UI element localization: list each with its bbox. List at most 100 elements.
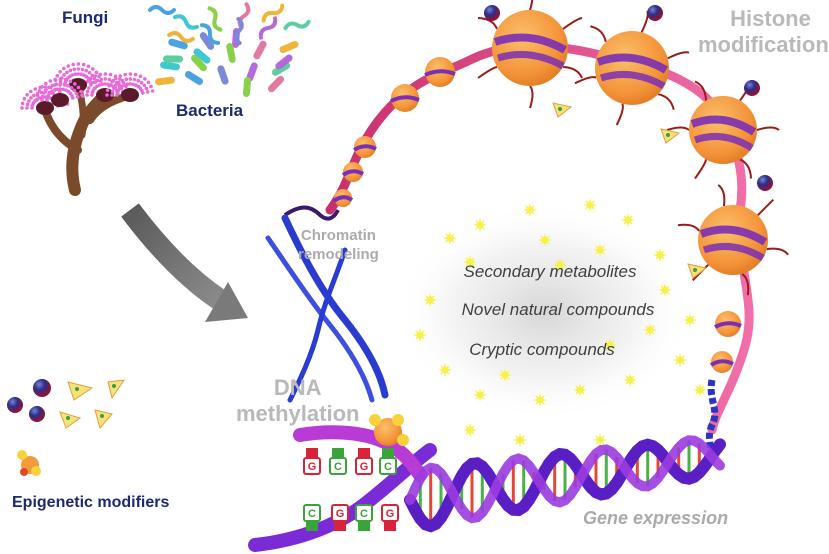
bacterium (271, 62, 291, 76)
sparkle-mark (653, 248, 667, 262)
dna-methylation-line2: methylation (236, 401, 360, 426)
histone-nucleosome (666, 80, 780, 180)
epigenetic-modifiers-label: Epigenetic modifiers (12, 494, 170, 511)
sparkle-mark (573, 383, 587, 397)
modifier-ball (29, 406, 45, 422)
nucleotide-base: G (381, 504, 399, 531)
dna-methyl-group (369, 414, 409, 446)
sparkle-mark (513, 433, 527, 447)
bacterium (234, 17, 244, 45)
bacterium (199, 32, 215, 50)
histone-mark-ball (744, 80, 760, 96)
histone-nucleosome (477, 0, 583, 109)
sparkle-mark (538, 233, 552, 247)
novel-natural-compounds-label: Novel natural compounds (461, 300, 655, 319)
large-nucleosomes (477, 0, 789, 296)
nucleotide-base: C (329, 448, 347, 475)
fungi-illustration (20, 62, 155, 196)
bacterium (163, 55, 183, 63)
histone-label: Histone modifications (698, 6, 829, 58)
sparkle-mark (623, 373, 637, 387)
small-nucleosome (424, 57, 456, 87)
histone-mark-triangle (552, 102, 573, 118)
bacterium (267, 75, 285, 93)
bacterium (160, 61, 180, 71)
bacterium (279, 40, 299, 54)
bacterium (258, 16, 278, 40)
sparkle-mark (473, 218, 487, 232)
sparkle-mark (658, 283, 672, 297)
sparkle-mark (673, 353, 687, 367)
sparkle-mark (603, 338, 617, 352)
svg-text:G: G (360, 461, 369, 473)
svg-text:C: C (334, 461, 342, 473)
small-nucleosome (390, 84, 420, 112)
bacterium (199, 23, 221, 45)
bacterium (184, 71, 204, 85)
dna-helix (248, 425, 726, 552)
histone-nucleosome (574, 10, 690, 126)
bacterium (253, 40, 267, 60)
svg-text:C: C (384, 461, 392, 473)
sparkle-mark (621, 213, 635, 227)
sparkle-mark (643, 323, 657, 337)
sparkle-mark (593, 433, 607, 447)
dna-methylation-line1: DNA (273, 375, 322, 400)
bacterium (191, 54, 207, 72)
bacteria-illustration (148, 2, 311, 97)
chromatin-tail (283, 205, 340, 221)
bacterium (167, 31, 195, 43)
svg-text:C: C (308, 508, 316, 520)
bacteria-label: Bacteria (176, 101, 244, 120)
bacterium (148, 5, 176, 15)
nucleotide-base: G (355, 448, 373, 475)
bacterium (207, 6, 223, 32)
small-nucleosomes (332, 57, 742, 373)
histone-nucleosome (677, 184, 789, 296)
nucleotide-base: C (355, 504, 373, 531)
histone-label-line2: modifications (698, 32, 829, 57)
sparkle-mark (463, 423, 477, 437)
sparkle-mark (473, 388, 487, 402)
dna-methylation-label: DNA methylation (236, 375, 359, 427)
histone-mark-ball (647, 5, 663, 21)
sparkle-mark (553, 258, 567, 272)
fungi-label: Fungi (62, 8, 109, 27)
svg-text:G: G (386, 508, 395, 520)
bacterium (168, 38, 188, 50)
bacterium (226, 43, 236, 63)
epigenetic-modifier-icons (7, 379, 126, 476)
sparkle-mark (583, 198, 597, 212)
sparkle-mark (498, 368, 512, 382)
sparkle-mark (693, 383, 707, 397)
svg-text:G: G (308, 461, 317, 473)
sparkle-mark (443, 231, 457, 245)
histone-mark-ball (757, 175, 773, 191)
small-nucleosome (341, 162, 365, 182)
chromatin-label-line1: Chromatin (300, 227, 376, 244)
nucleotide-base: G (303, 448, 321, 475)
sparkle-mark (533, 393, 547, 407)
modifier-ball (33, 379, 51, 397)
modifier-ball (7, 397, 23, 413)
transition-arrow (121, 203, 248, 322)
small-nucleosome (332, 189, 354, 207)
sparkle-mark (413, 328, 427, 342)
bacterium (261, 3, 285, 23)
small-nucleosome (709, 351, 734, 373)
chromatin-label: Chromatin remodeling (298, 226, 379, 264)
gene-expression-label: Gene expression (583, 508, 729, 528)
bacterium (246, 62, 258, 82)
histone-label-line1: Histone (730, 6, 811, 31)
cryptic-compounds-label: Cryptic compounds (469, 340, 615, 359)
svg-text:G: G (336, 508, 345, 520)
small-nucleosome (714, 311, 742, 337)
bacterium (275, 54, 293, 70)
bacterium (155, 76, 175, 86)
nucleotide-base: C (379, 448, 397, 475)
bacterium (242, 77, 252, 97)
sparkle-mark (463, 255, 477, 269)
sparkle-mark (438, 363, 452, 377)
